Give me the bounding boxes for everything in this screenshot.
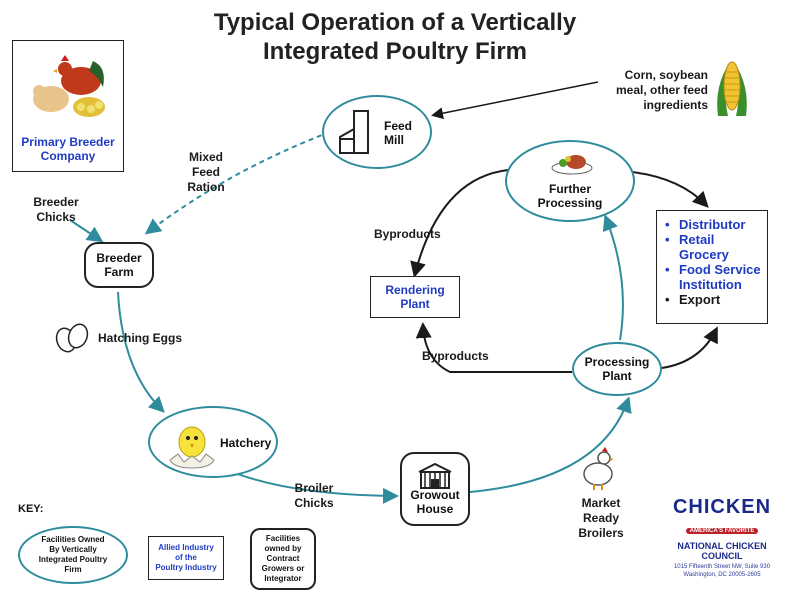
primary-breeder-line-1: Primary Breeder: [21, 135, 115, 149]
arrow-processing-to-dist: [661, 326, 718, 369]
brand-tagline: AMERICA'S FAVORITE: [685, 528, 759, 534]
arrow-processing-to-rendering: [415, 322, 572, 373]
title-line-2: Integrated Poultry Firm: [262, 38, 528, 65]
arrow-hatching-eggs: [117, 291, 165, 413]
key-owned-facilities: Facilities Owned By Vertically Integrate…: [18, 526, 128, 584]
broiler-chicken-icon: [583, 447, 614, 490]
corn-icon: [717, 61, 747, 116]
page-title: Typical Operation of a Vertically Integr…: [0, 8, 790, 66]
brand-council: NATIONAL CHICKEN COUNCIL: [677, 541, 767, 561]
label-hatching-eggs: Hatching Eggs: [98, 331, 183, 345]
arrow-market-ready: [469, 396, 632, 493]
breeder-farm-node: Breeder Farm: [84, 242, 154, 288]
label-mixed-feed: Mixed Feed Ration: [187, 150, 225, 194]
arrow-mixed-feed: [144, 131, 331, 235]
hatchery-label: Hatchery: [220, 436, 272, 450]
destination-item: Food Service Institution: [663, 262, 761, 292]
title-line-1: Typical Operation of a Vertically: [213, 9, 577, 36]
label-feed-inputs: Corn, soybean meal, other feed ingredien…: [615, 68, 708, 112]
destinations-node: Distributor Retail Grocery Food Service …: [656, 210, 768, 324]
chick-icon: [169, 426, 215, 469]
label-byproducts-top: Byproducts: [374, 227, 441, 241]
brand-logo-word: CHICKEN: [672, 496, 772, 518]
primary-breeder-line-2: Company: [40, 149, 96, 163]
key-contract-facilities: Facilities owned by Contract Growers or …: [250, 528, 316, 590]
brand-block: CHICKEN AMERICA'S FAVORITE NATIONAL CHIC…: [660, 496, 784, 579]
brand-address-1: 1015 Fifteenth Street NW, Suite 930: [673, 564, 771, 570]
plated-food-icon: [551, 155, 593, 175]
arrow-further-to-dist: [631, 171, 709, 208]
further-processing-node: Further Processing: [505, 140, 635, 222]
destinations-list: Distributor Retail Grocery Food Service …: [663, 217, 761, 307]
feed-mill-node: Feed Mill: [322, 95, 432, 169]
label-byproducts-bottom: Byproducts: [422, 349, 489, 363]
label-market-ready: Market Ready Broilers: [578, 496, 624, 540]
arrow-feed-inputs: [431, 81, 599, 120]
key-allied-industry: Allied Industry of the Poultry Industry: [148, 536, 224, 580]
feed-mill-icon: [339, 110, 369, 154]
growout-house-node: Growout House: [400, 452, 470, 526]
arrow-to-further: [602, 214, 624, 341]
rendering-plant-node: Rendering Plant: [370, 276, 460, 318]
brand-address-2: Washington, DC 20005-2605: [683, 572, 761, 578]
destination-item: Retail Grocery: [663, 232, 761, 262]
label-broiler-chicks: Broiler Chicks: [294, 481, 334, 510]
hatchery-node: Hatchery: [148, 406, 278, 478]
rooster-and-hens-icon: [33, 55, 105, 117]
primary-breeder-node: Primary Breeder Company: [12, 40, 124, 172]
processing-plant-node: Processing Plant: [572, 342, 662, 396]
arrow-breeder-chicks: [69, 219, 104, 243]
key-title: KEY:: [18, 503, 44, 515]
barn-icon: [418, 462, 452, 489]
arrow-further-to-rendering: [410, 169, 509, 278]
destination-item: Distributor: [663, 217, 761, 232]
feed-mill-label: Feed Mill: [384, 119, 413, 147]
label-breeder-chicks: Breeder Chicks: [33, 195, 79, 224]
destination-item: Export: [663, 292, 761, 307]
eggs-icon: [55, 323, 89, 353]
